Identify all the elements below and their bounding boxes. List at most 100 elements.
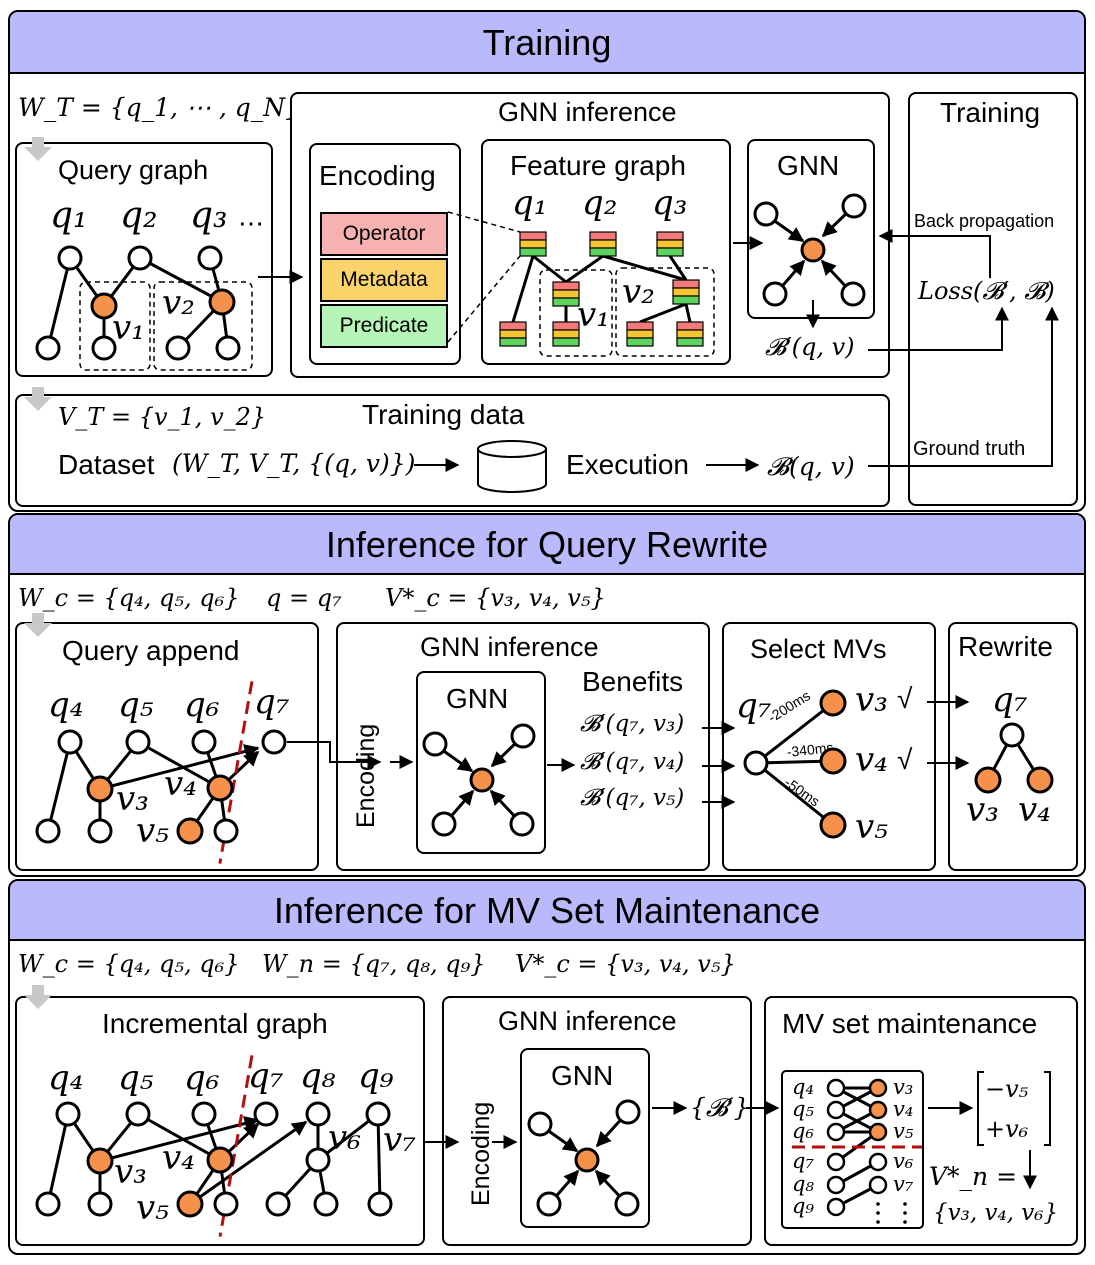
red-divider [218, 1055, 254, 1237]
encoding-link [447, 255, 521, 343]
rw-v3: v₃ [966, 790, 999, 830]
incremental-graph-title: Incremental graph [102, 1008, 328, 1039]
predicate-cell: Predicate [320, 304, 448, 348]
mv-q8: q₈ [792, 1172, 814, 1196]
ig-q5: q₅ [118, 1058, 154, 1098]
bipartite-nodes [826, 1078, 888, 1217]
fg-v2: v₂ [622, 272, 655, 312]
benefit-q7-v5: 𝓑′(q₇, v₅) [580, 785, 685, 811]
gray-arrow-icon [24, 137, 52, 161]
encoding-title: Encoding [319, 160, 436, 191]
training-views: V_T = {v_1, v_2} [58, 403, 267, 431]
sel-v3: v₃ [855, 680, 888, 720]
rewrite-wc: W_c = {q₄, q₅, q₆} [18, 584, 240, 612]
query-graph-nodes [35, 245, 241, 361]
gray-arrow-icon [24, 613, 52, 637]
mv-set-title: MV set maintenance [782, 1008, 1038, 1039]
maintenance-header: Inference for MV Set Maintenance [10, 881, 1084, 941]
append-edge [99, 744, 260, 791]
rewrite-title: Inference for Query Rewrite [325, 524, 769, 565]
ig-q7: q₇ [248, 1056, 284, 1096]
view-dashed-boxes [79, 281, 253, 371]
mv-v3: v₃ [893, 1075, 914, 1099]
training-right-box [908, 92, 1078, 506]
mv-q7: q₇ [792, 1149, 814, 1173]
right-bracket [1044, 1071, 1051, 1146]
select-mvs-graph [743, 689, 847, 839]
ground-truth-label: Ground truth [913, 438, 1026, 460]
mv-q6: q₆ [792, 1119, 814, 1143]
incremental-edge [99, 1116, 260, 1163]
back-propagation-label: Back propagation [914, 211, 1055, 231]
sel-q7: q₇ [736, 686, 772, 726]
fg-q3: q₃ [652, 183, 688, 223]
training-header: Training [10, 12, 1084, 74]
query-graph-title: Query graph [58, 155, 209, 185]
maint-wc: W_c = {q₄, q₅, q₆} [18, 950, 240, 978]
sel-v4-check: √ [897, 744, 913, 775]
ig-v3: v₃ [114, 1152, 147, 1192]
maintenance-title: Inference for MV Set Maintenance [273, 890, 821, 931]
mv-v5: v₅ [893, 1119, 914, 1143]
fg-q1: q₁ [512, 183, 548, 223]
mv-v6: v₆ [893, 1149, 914, 1173]
rewrite-vc: V*_c = {v₃, v₄, v₅} [385, 584, 606, 612]
training-title: Training [482, 22, 612, 63]
prediction-to-loss-arrow [868, 306, 1009, 351]
vertical-ellipsis [876, 1202, 907, 1224]
ground-truth-arrow [868, 306, 1059, 467]
training-data-title: Training data [362, 399, 525, 430]
sel-v4: v₄ [855, 740, 888, 780]
fg-q2: q₂ [582, 183, 618, 223]
ig-q6: q₆ [184, 1058, 220, 1098]
gray-arrow-icon [24, 387, 52, 411]
qg-dots: ⋯ [238, 208, 264, 238]
vn-value: {v₃, v₄, v₆} [933, 1200, 1059, 1226]
gnn-model-title: GNN [777, 150, 840, 181]
query-append-nodes [35, 729, 287, 845]
qg-v2: v₂ [162, 283, 195, 323]
mv-v7: v₇ [893, 1172, 914, 1196]
rewrite-box-title: Rewrite [958, 631, 1053, 662]
mv-q4: q₄ [792, 1075, 814, 1099]
ground-truth-benefit: 𝓑(q, v) [767, 452, 855, 481]
mv-q5: q₅ [792, 1097, 814, 1121]
query-append-title: Query append [62, 635, 240, 666]
sel-v5: v₅ [855, 807, 888, 847]
mv-plus-v6: +v₆ [985, 1115, 1029, 1143]
feature-graph-title: Feature graph [510, 150, 686, 181]
select-mvs-title: Select MVs [750, 634, 887, 664]
training-data-box [15, 394, 890, 507]
qg-v1: v₁ [112, 308, 145, 348]
qg-q1: q₁ [50, 195, 88, 236]
rewrite-header: Inference for Query Rewrite [10, 515, 1084, 575]
rewrite-gnn-title: GNN [446, 683, 509, 714]
gnn-inference-title: GNN inference [498, 97, 677, 127]
gnn-star-rewrite [422, 723, 536, 837]
vn-label: V*_n = [929, 1162, 1018, 1191]
qg-q3: q₃ [190, 195, 228, 236]
gnn-star-maintenance [527, 1099, 641, 1217]
training-workload: W_T = {q_1, ⋯ , q_N} [18, 93, 302, 122]
sel-v3-check: √ [897, 683, 913, 714]
mv-minus-v5: −v₅ [985, 1075, 1029, 1103]
operator-cell: Operator [320, 212, 448, 256]
benefits-label: Benefits [582, 666, 684, 697]
incremental-edge [189, 1120, 308, 1206]
qg-q2: q₂ [120, 195, 158, 236]
ig-q4: q₄ [48, 1058, 84, 1098]
query-graph-edges [46, 256, 230, 350]
benefit-q7-v4: 𝓑′(q₇, v₄) [580, 749, 685, 775]
query-append-edges [46, 740, 228, 832]
maint-vc: V*_c = {v₃, v₄, v₅} [515, 950, 736, 978]
rewrite-q: q = q₇ [266, 584, 342, 612]
qa-q6: q₆ [184, 685, 220, 725]
qa-v3: v₃ [116, 779, 149, 819]
left-bracket [977, 1071, 984, 1146]
rw-q7: q₇ [992, 680, 1028, 720]
rw-v4: v₄ [1018, 790, 1051, 830]
incremental-graph-nodes [35, 1101, 393, 1218]
red-divider [218, 681, 254, 864]
ig-q9: q₉ [358, 1056, 394, 1096]
ig-v5: v₅ [136, 1188, 169, 1228]
